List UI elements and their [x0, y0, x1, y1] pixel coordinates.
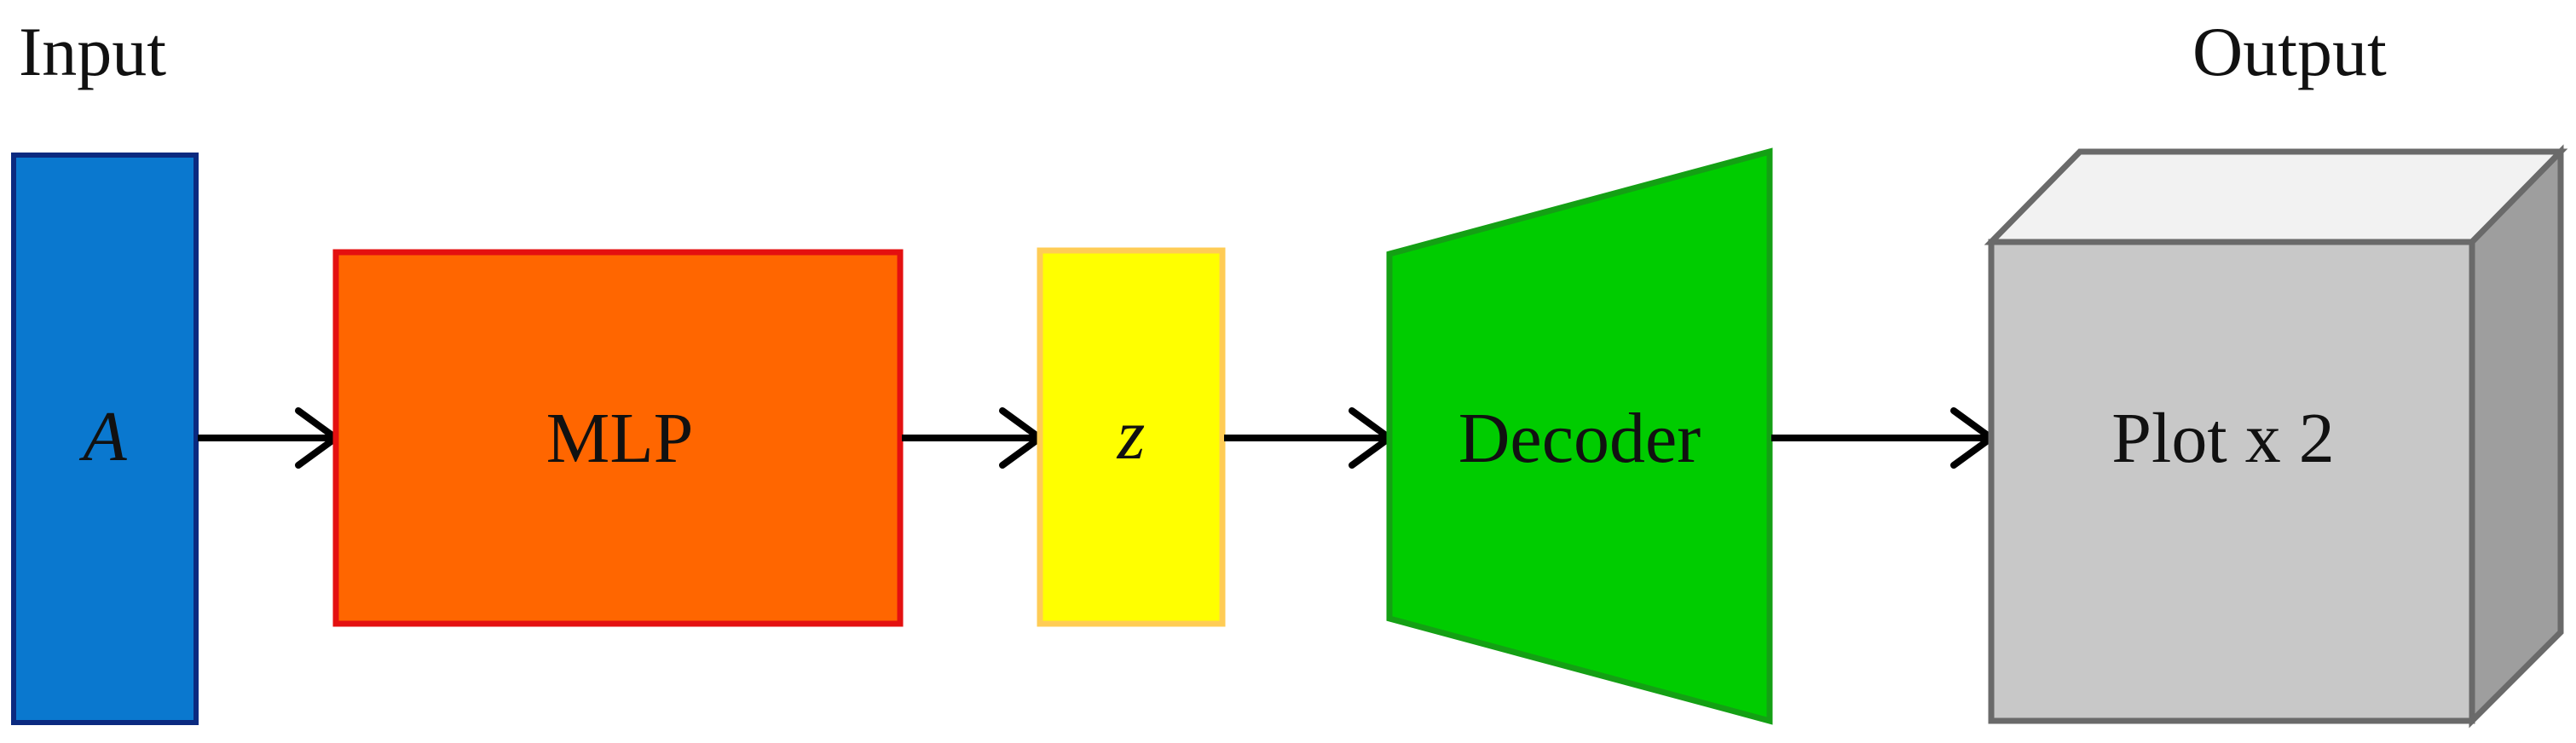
mlp-block [332, 249, 904, 627]
output-block-label: Plot x 2 [2111, 399, 2334, 478]
decoder-block [1386, 147, 1773, 725]
output-label: Output [2192, 13, 2387, 90]
output-cube-side [2469, 144, 2564, 729]
output-cube-top [1984, 148, 2568, 245]
input-block-label: A [78, 397, 127, 476]
arrow-input-to-mlp [198, 407, 342, 469]
arrow-decoder-to-output [1771, 407, 1997, 469]
decoder-block-label: Decoder [1458, 399, 1701, 478]
output-cube [1984, 144, 2568, 729]
output-cube-front [1988, 239, 2475, 724]
mlp-block-label: MLP [546, 399, 694, 478]
input-block [11, 153, 199, 725]
latent-z-block [1037, 247, 1226, 627]
arrow-z-to-decoder [1224, 407, 1395, 469]
input-label: Input [19, 13, 166, 90]
arrow-mlp-to-z [902, 407, 1046, 469]
latent-z-label: z [1117, 395, 1146, 475]
